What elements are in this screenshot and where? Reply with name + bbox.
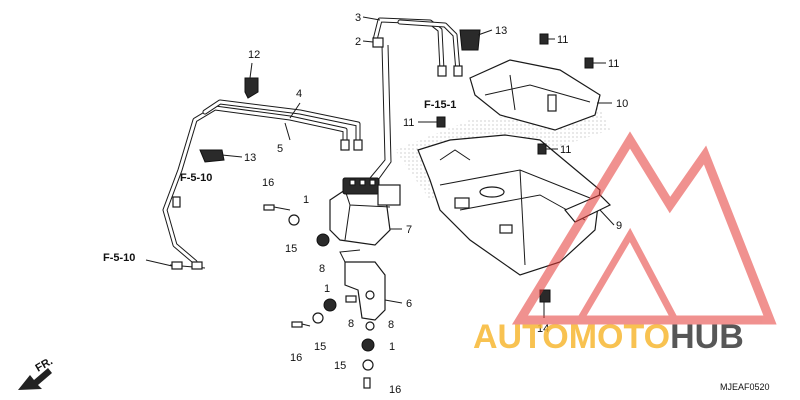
- ref-f-15-1: F-15-1: [424, 99, 456, 111]
- callout-8-a: 8: [319, 263, 325, 275]
- callout-12: 12: [248, 49, 260, 61]
- callout-6: 6: [406, 298, 412, 310]
- catalog-code: MJEAF0520: [720, 382, 770, 392]
- callout-4: 4: [296, 88, 302, 100]
- watermark-text: AUTOMOTOHUB: [473, 318, 744, 356]
- brake-pipes: [162, 99, 363, 270]
- callout-14: 14: [537, 323, 549, 335]
- callout-11-a: 11: [557, 34, 568, 46]
- clamps: [199, 29, 481, 163]
- abs-modulator: [329, 177, 401, 246]
- callout-2: 2: [355, 36, 361, 48]
- upper-pipe: [369, 17, 463, 181]
- callout-1-b: 1: [324, 283, 330, 295]
- callout-1-a: 1: [303, 194, 309, 206]
- callout-15-a: 15: [285, 243, 297, 255]
- tray-assembly: [417, 134, 612, 276]
- callout-8-c: 8: [388, 319, 394, 331]
- callout-11-b: 11: [608, 58, 619, 70]
- cover-part: [469, 59, 601, 131]
- callout-15-b: 15: [314, 341, 326, 353]
- callout-11-c: 11: [403, 117, 414, 129]
- front-arrow-icon: [18, 368, 52, 390]
- fasteners: [263, 33, 594, 389]
- callout-3: 3: [355, 12, 361, 24]
- callout-11-d: 11: [560, 144, 571, 156]
- watermark-logo-icon: [511, 131, 777, 325]
- callout-16-a: 16: [262, 177, 274, 189]
- callout-15-c: 15: [334, 360, 346, 372]
- callout-8-b: 8: [348, 318, 354, 330]
- callout-7: 7: [406, 224, 412, 236]
- callout-13-right: 13: [495, 25, 507, 37]
- callout-9: 9: [616, 220, 622, 232]
- bracket-part: [339, 249, 386, 321]
- ref-f-5-10-lower: F-5-10: [103, 252, 135, 264]
- callout-5: 5: [277, 143, 283, 155]
- callout-1-c: 1: [389, 341, 395, 353]
- front-label: FR.: [34, 355, 55, 374]
- callout-16-c: 16: [389, 384, 401, 396]
- callout-13-left: 13: [244, 152, 256, 164]
- callout-16-b: 16: [290, 352, 302, 364]
- callout-10: 10: [616, 98, 628, 110]
- ref-f-5-10-upper: F-5-10: [180, 172, 212, 184]
- leader-lines: [145, 16, 615, 318]
